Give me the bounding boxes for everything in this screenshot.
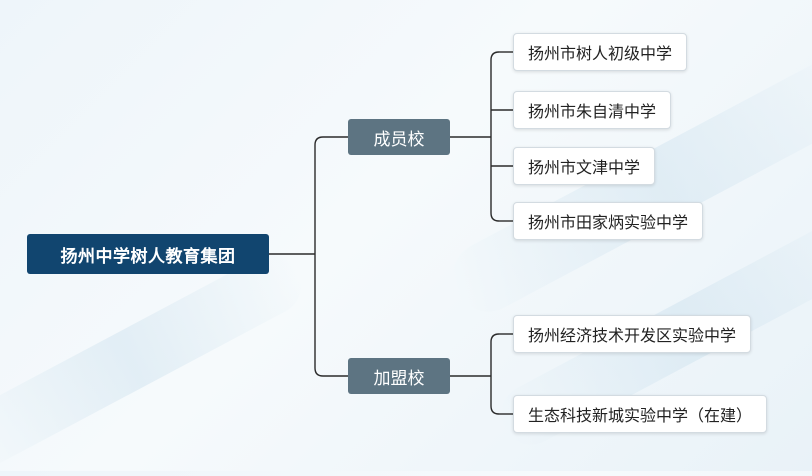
school-node-label: 扬州市文津中学	[528, 158, 641, 177]
connector-line	[490, 333, 500, 415]
school-node: 扬州市田家炳实验中学	[513, 202, 704, 240]
school-node: 扬州市树人初级中学	[513, 33, 688, 71]
root-node: 扬州中学树人教育集团	[27, 234, 269, 274]
group-node-label: 成员校	[373, 129, 425, 150]
root-node-label: 扬州中学树人教育集团	[60, 246, 236, 267]
group-node-label: 加盟校	[373, 368, 425, 389]
connector-line	[314, 136, 324, 377]
school-node-label: 扬州市田家炳实验中学	[528, 213, 689, 232]
group-node-affiliates: 加盟校	[348, 358, 450, 394]
connector-line	[490, 51, 500, 222]
group-node-members: 成员校	[348, 119, 450, 155]
school-node: 扬州经济技术开发区实验中学	[513, 315, 752, 353]
school-node: 扬州市朱自清中学	[513, 91, 672, 129]
school-node-label: 生态科技新城实验中学（在建）	[528, 406, 753, 425]
school-node-label: 扬州市树人初级中学	[528, 44, 673, 63]
school-node: 扬州市文津中学	[513, 147, 656, 185]
school-node: 生态科技新城实验中学（在建）	[513, 395, 768, 433]
school-node-label: 扬州经济技术开发区实验中学	[528, 326, 737, 345]
school-node-label: 扬州市朱自清中学	[528, 102, 657, 121]
